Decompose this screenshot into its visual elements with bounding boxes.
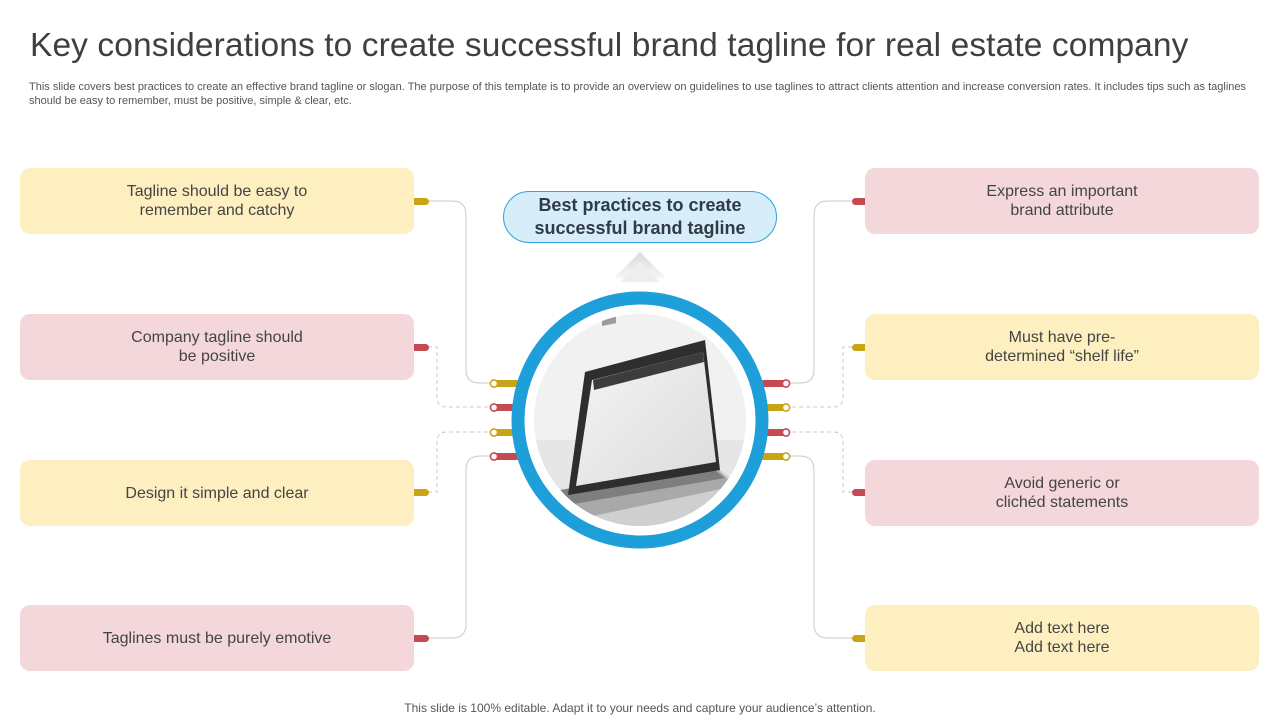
- pin-right-4: [760, 453, 788, 460]
- practice-text: Must have pre- determined “shelf life”: [985, 329, 1139, 365]
- practice-text: Design it simple and clear: [125, 484, 309, 502]
- connector-left-3: [428, 431, 494, 493]
- chevron-up-icon: [614, 252, 666, 282]
- practice-card-right-1: Express an important brand attribute: [865, 168, 1259, 234]
- practice-card-left-3: Design it simple and clear: [20, 460, 414, 526]
- practice-card-left-2: Company tagline should be positive: [20, 314, 414, 380]
- connector-left-2: [428, 346, 494, 408]
- pin-left-1: [492, 380, 520, 387]
- connector-right-1: [786, 200, 852, 384]
- connector-left-4: [428, 455, 494, 639]
- practice-text: Add text here Add text here: [1014, 620, 1110, 656]
- page-title: Key considerations to create successful …: [30, 27, 1189, 64]
- page-description: This slide covers best practices to crea…: [29, 81, 1246, 107]
- practice-card-right-3: Avoid generic or clichéd statements: [865, 460, 1259, 526]
- practice-card-left-1: Tagline should be easy to remember and c…: [20, 168, 414, 234]
- practice-card-right-4: Add text here Add text here: [865, 605, 1259, 671]
- practice-text: Express an important brand attribute: [986, 183, 1138, 219]
- practice-card-left-4: Taglines must be purely emotive: [20, 605, 414, 671]
- laptop-icon: [534, 314, 746, 526]
- practice-card-right-2: Must have pre- determined “shelf life”: [865, 314, 1259, 380]
- practice-text: Company tagline should be positive: [131, 329, 303, 365]
- connector-right-4: [786, 455, 852, 639]
- connector-right-3: [786, 431, 852, 493]
- footer-note: This slide is 100% editable. Adapt it to…: [404, 701, 876, 715]
- practice-text: Avoid generic or clichéd statements: [995, 475, 1129, 511]
- pin-left-4: [492, 453, 520, 460]
- connector-left-1: [428, 200, 494, 384]
- practice-text: Tagline should be easy to remember and c…: [126, 183, 308, 219]
- center-label: Best practices to create successful bran…: [503, 191, 777, 243]
- practice-text: Taglines must be purely emotive: [102, 629, 332, 647]
- pin-right-1: [760, 380, 788, 387]
- connector-right-2: [786, 346, 852, 408]
